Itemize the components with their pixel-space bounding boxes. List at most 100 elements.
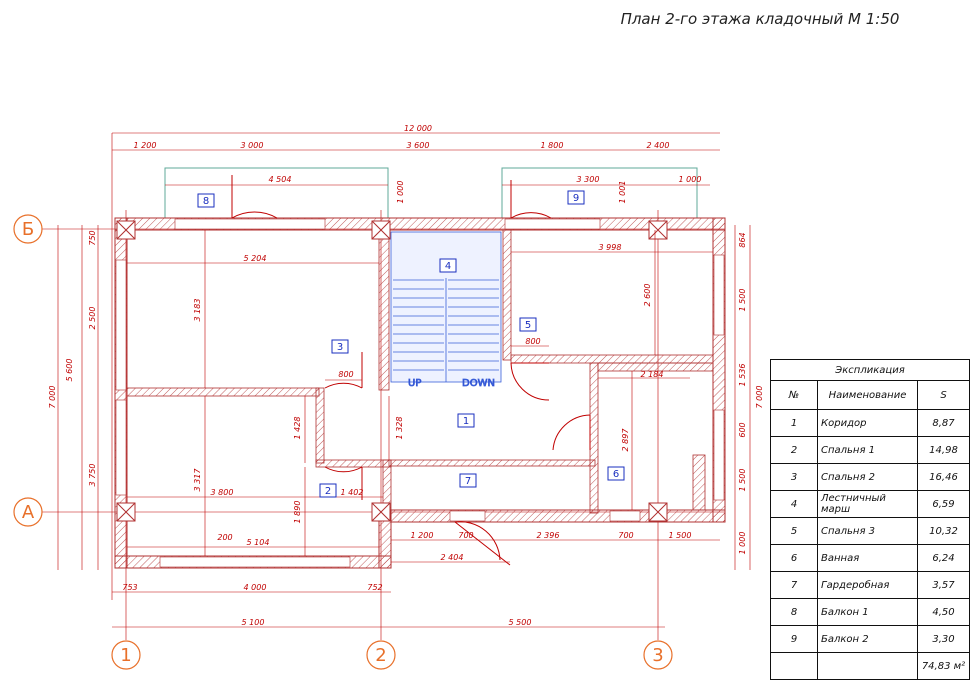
- explication-header-name: Наименование: [817, 380, 918, 410]
- dim-balcony-1: 4 504: [269, 175, 292, 184]
- explication-cell-s: 4,50: [917, 598, 970, 626]
- columns: [116, 220, 668, 522]
- explication-title: Экспликация: [770, 359, 970, 381]
- axis-label-A: А: [22, 502, 35, 523]
- dim-left-2500: 2 500: [88, 307, 97, 330]
- explication-total-blank-2: [817, 652, 918, 680]
- room-tag-1: 1: [463, 416, 469, 427]
- outer-dim-lines: [57, 132, 751, 628]
- room-tag-3: 3: [337, 342, 343, 353]
- dim-door-800b: 800: [525, 337, 540, 346]
- explication-cell-name: Гардеробная: [817, 571, 918, 599]
- dim-right-1536: 1 536: [738, 364, 747, 387]
- axis-label-3: 3: [652, 645, 663, 666]
- inner-dim-lines: [127, 230, 713, 556]
- balcony-2: [501, 167, 698, 218]
- dim-room-2897: 2 897: [621, 428, 630, 452]
- explication-cell-n: 8: [770, 598, 818, 626]
- axis-label-1: 1: [120, 645, 131, 666]
- dim-bottom-753: 753: [122, 583, 137, 592]
- dim-top-total: 12 000: [404, 124, 432, 133]
- dim-left-5600: 5 600: [65, 359, 74, 382]
- dim-door-800a: 800: [338, 370, 353, 379]
- dim-room-1428: 1 428: [293, 417, 302, 440]
- interior-walls: [126, 229, 714, 516]
- explication-cell-name: Спальня 2: [817, 463, 918, 491]
- explication-header-area: S: [917, 380, 970, 410]
- explication-cell-name: Балкон 1: [817, 598, 918, 626]
- drawing-title: План 2-го этажа кладочный М 1:50: [620, 10, 900, 28]
- dim-room-3317: 3 317: [193, 468, 202, 492]
- stair-down-label: DOWN: [462, 378, 495, 389]
- explication-cell-name: Лестничный марш: [817, 490, 918, 518]
- axis-bubble-1: [111, 640, 141, 670]
- dim-top-1200: 1 200: [134, 141, 157, 150]
- room-tag-2: 2: [325, 486, 331, 497]
- explication-total: 74,83 м²: [917, 652, 970, 680]
- room-tag-9: 9: [573, 193, 579, 204]
- dim-right-1500a: 1 500: [738, 289, 747, 312]
- explication-cell-s: 10,32: [917, 517, 970, 545]
- room-tags: 1 2 3 4 5 6 7 8 9: [197, 190, 625, 498]
- dim-bottom-5100: 5 100: [242, 618, 265, 627]
- dim-right-1500b: 1 500: [738, 469, 747, 492]
- dim-bottom-2404: 2 404: [441, 553, 464, 562]
- explication-cell-n: 6: [770, 544, 818, 572]
- dim-right-1000: 1 000: [738, 532, 747, 555]
- dim-bottom-752: 752: [367, 583, 382, 592]
- dim-bottom-1500: 1 500: [669, 531, 692, 540]
- explication-cell-s: 6,59: [917, 490, 970, 518]
- dim-room-3183: 3 183: [193, 299, 202, 322]
- explication-cell-n: 1: [770, 409, 818, 437]
- dim-room-2184: 2 184: [641, 370, 664, 379]
- dim-left-750: 750: [88, 230, 97, 245]
- axis-bubbles: Б А 1 2 3: [13, 214, 673, 670]
- room-tag-4: 4: [445, 261, 451, 272]
- explication-cell-name: Ванная: [817, 544, 918, 572]
- explication-cell-s: 3,30: [917, 625, 970, 653]
- explication-cell-name: Балкон 2: [817, 625, 918, 653]
- dim-bottom-700a: 700: [458, 531, 473, 540]
- explication-cell-s: 6,24: [917, 544, 970, 572]
- axis-label-2: 2: [375, 645, 386, 666]
- dim-left-3750: 3 750: [88, 464, 97, 487]
- explication-cell-s: 3,57: [917, 571, 970, 599]
- dim-balcony-2-right: 1 000: [679, 175, 702, 184]
- explication-total-blank: [770, 652, 818, 680]
- doors: [231, 175, 591, 566]
- explication-cell-s: 16,46: [917, 463, 970, 491]
- dim-v-1001: 1 001: [618, 181, 627, 204]
- dim-room-200: 200: [217, 533, 232, 542]
- axis-label-B: Б: [22, 219, 34, 240]
- explication-cell-name: Спальня 1: [817, 436, 918, 464]
- dim-room-1328: 1 328: [395, 417, 404, 440]
- dim-room-5104: 5 104: [247, 538, 270, 547]
- room-tag-7: 7: [465, 476, 471, 487]
- dim-room-1402: 1 402: [341, 488, 364, 497]
- dim-left-7000: 7 000: [48, 386, 57, 409]
- explication-cell-n: 2: [770, 436, 818, 464]
- explication-cell-name: Спальня 3: [817, 517, 918, 545]
- explication-cell-name: Коридор: [817, 409, 918, 437]
- dimension-texts: 12 000 1 200 3 000 3 600 1 800 2 400 4 5…: [48, 124, 764, 627]
- explication-cell-n: 4: [770, 490, 818, 518]
- dim-right-600: 600: [738, 422, 747, 437]
- staircase: UP DOWN: [390, 231, 502, 389]
- explication-cell-n: 3: [770, 463, 818, 491]
- explication-cell-n: 9: [770, 625, 818, 653]
- explication-cell-n: 7: [770, 571, 818, 599]
- dim-top-3600: 3 600: [407, 141, 430, 150]
- dim-room-3800: 3 800: [211, 488, 234, 497]
- dim-bottom-700b: 700: [618, 531, 633, 540]
- room-tag-5: 5: [525, 320, 531, 331]
